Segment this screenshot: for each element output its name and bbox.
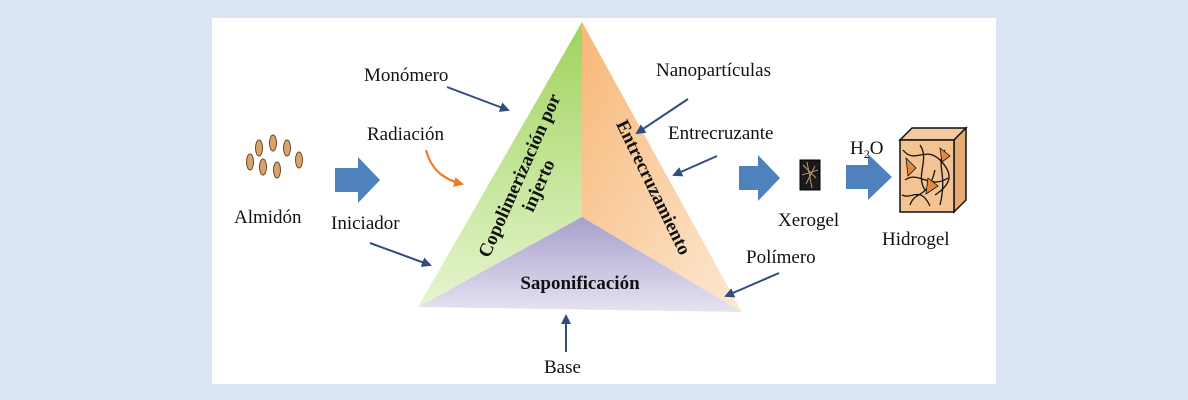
water-label: H2O [850, 138, 883, 161]
nanoparticles-label: Nanopartículas [656, 60, 771, 81]
face-left-graft-copolymerization [418, 22, 582, 307]
nanoparticles-arrow [635, 98, 689, 135]
polymer-label: Polímero [746, 247, 816, 268]
xerogel-label: Xerogel [778, 210, 839, 231]
face-right-crosslinking [582, 22, 742, 312]
polymer-arrow [724, 272, 780, 298]
crosslink-to-xerogel-arrow [739, 155, 780, 201]
radiation-label: Radiación [367, 124, 445, 145]
base-label: Base [544, 357, 581, 378]
monomer-arrow [446, 86, 510, 112]
initiator-arrow [369, 242, 432, 267]
water-label-o: O [870, 138, 884, 159]
xerogel-to-hydrogel-arrow [846, 154, 892, 200]
starch-label: Almidón [234, 207, 302, 228]
water-label-subscript: 2 [864, 147, 870, 161]
water-label-h: H [850, 138, 864, 159]
crosslinker-arrow [672, 155, 718, 177]
crosslinker-label: Entrecruzante [668, 123, 773, 144]
hydrogel-label: Hidrogel [882, 229, 950, 250]
xerogel-icon [799, 159, 821, 191]
hydrogel-icon [898, 126, 968, 214]
face-bottom-label: Saponificación [520, 273, 640, 294]
radiation-arrow [424, 149, 464, 187]
starch-granules-icon [246, 134, 303, 179]
face-bottom-saponification [418, 217, 742, 312]
monomer-label: Monómero [364, 65, 448, 86]
initiator-label: Iniciador [331, 213, 400, 234]
starch-to-process-arrow [335, 157, 380, 203]
